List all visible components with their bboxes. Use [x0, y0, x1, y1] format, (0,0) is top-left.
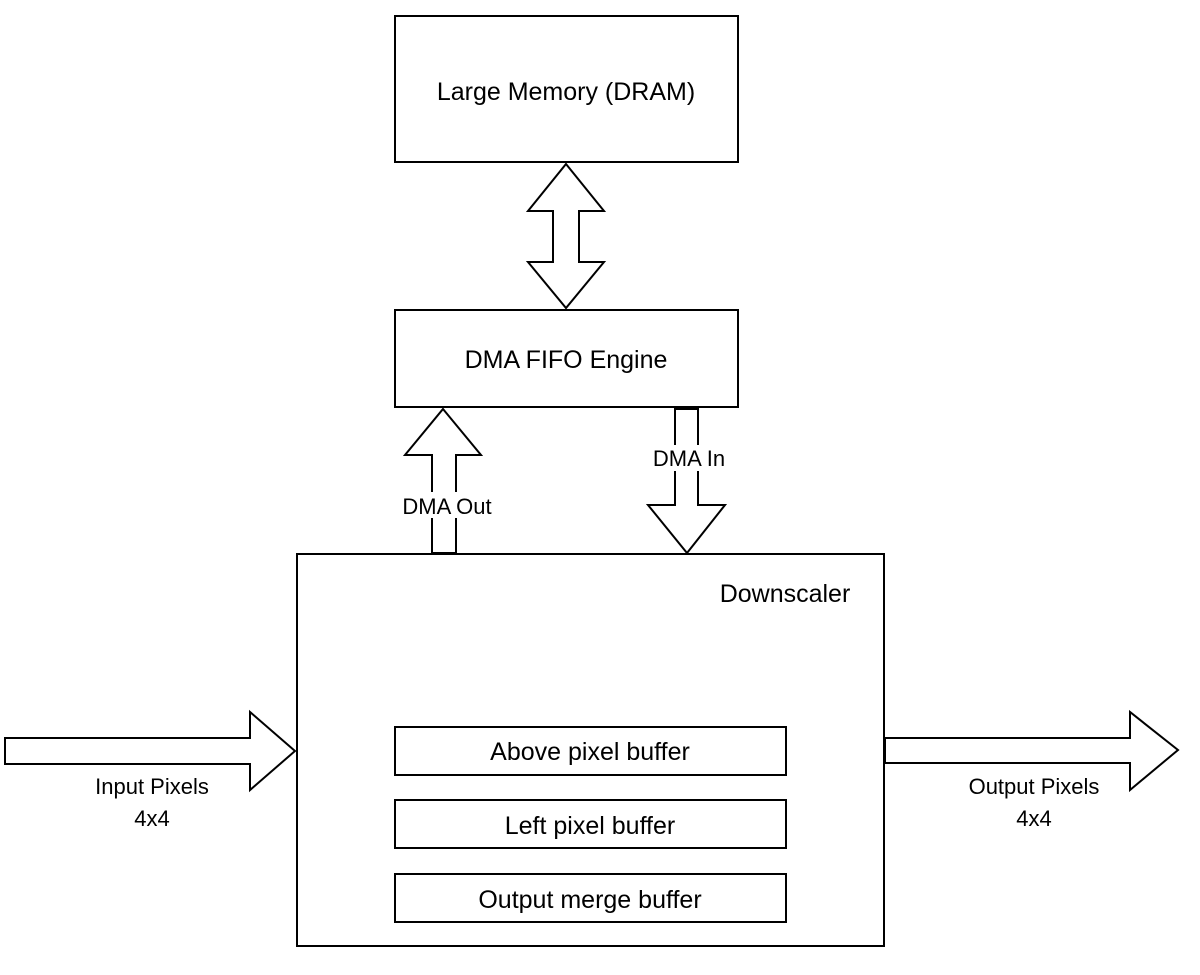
dma-fifo-label: DMA FIFO Engine — [465, 346, 668, 374]
output-merge-buffer-label: Output merge buffer — [478, 886, 701, 914]
output-pixels-label: Output Pixels — [969, 774, 1100, 799]
above-pixel-buffer-box — [394, 726, 787, 776]
dma-out-arrow — [402, 407, 484, 554]
downscaler-label: Downscaler — [720, 580, 851, 608]
output-merge-buffer-box — [394, 873, 787, 923]
dma-in-label: DMA In — [653, 446, 725, 471]
output-pixels-arrow — [884, 709, 1180, 793]
input-pixels-size-label: 4x4 — [134, 806, 169, 831]
above-pixel-buffer-label: Above pixel buffer — [490, 738, 690, 766]
dram-dma-bidirectional-arrow — [525, 162, 607, 310]
dma-in-arrow — [645, 408, 728, 555]
left-pixel-buffer-label: Left pixel buffer — [505, 812, 675, 840]
left-pixel-buffer-box — [394, 799, 787, 849]
dma-fifo-box — [394, 309, 739, 408]
dram-label: Large Memory (DRAM) — [437, 78, 695, 106]
input-pixels-arrow — [4, 709, 297, 793]
input-pixels-label: Input Pixels — [95, 774, 209, 799]
dma-out-label: DMA Out — [402, 494, 491, 519]
output-pixels-size-label: 4x4 — [1016, 806, 1051, 831]
dram-box — [394, 15, 739, 163]
